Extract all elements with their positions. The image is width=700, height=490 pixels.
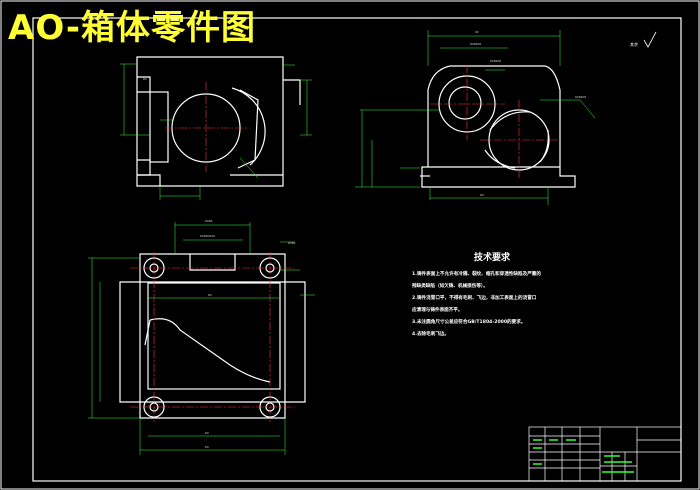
front-view-left-step xyxy=(137,76,151,93)
drawing-title: AO-箱体零件图 xyxy=(8,8,256,48)
roughness-label: 其余 xyxy=(630,41,638,47)
top-view-notch xyxy=(189,254,236,271)
tech-requirements: 技术要求 1.铸件表面上不允许有冷隔、裂纹、缩孔和穿透性缺陷及严重的 残缺类缺陷… xyxy=(412,250,602,341)
dim-label: ▭▭▭ xyxy=(470,41,482,46)
top-view-contour xyxy=(149,318,271,383)
roughness-check-icon xyxy=(643,31,657,48)
dimension-labels: ▭ ▭ ▭▭▭ ▭▭▭ ▭▭▭ ▭ ▭▭ ▭▭▭▭ ▭ ▭ ▭ ▭▭ xyxy=(143,29,587,449)
front-view-arc xyxy=(231,87,266,166)
title-block-text-marks xyxy=(533,439,634,473)
top-view xyxy=(119,253,306,419)
side-view xyxy=(420,65,576,188)
dim-label: ▭▭▭ xyxy=(490,58,502,63)
front-view-rib xyxy=(237,89,259,169)
side-view-web xyxy=(489,111,531,131)
side-view-centerlines xyxy=(430,65,560,180)
tech-requirement-line: 残缺类缺陷（如欠铸、机械损伤等）。 xyxy=(412,284,488,289)
front-view-centerlines xyxy=(165,82,250,172)
top-view-contour-left xyxy=(144,319,151,346)
dim-label: ▭ xyxy=(480,192,484,197)
top-view-cavity xyxy=(147,282,281,390)
front-view xyxy=(136,56,301,187)
dim-label: ▭ xyxy=(208,292,212,297)
front-view-left-step-lower xyxy=(137,159,151,176)
top-view-outline xyxy=(139,253,286,419)
roughness-symbol xyxy=(643,31,657,48)
dim-label: ▭▭▭ xyxy=(575,94,587,99)
frame-border xyxy=(32,17,682,482)
title-block-frame xyxy=(528,426,682,482)
side-view-bore-upper-inner xyxy=(448,86,482,120)
dim-label: ▭ xyxy=(143,76,147,81)
side-view-web-right xyxy=(539,129,549,163)
front-view-dimensions xyxy=(120,63,312,200)
top-view-centerlines xyxy=(130,252,295,422)
side-view-outline xyxy=(427,65,561,167)
side-view-web-lower xyxy=(484,149,516,169)
side-view-dimensions xyxy=(355,30,596,205)
dim-label: ▭▭ xyxy=(288,240,296,245)
tech-requirement-line: 4.去除毛刺飞边。 xyxy=(412,332,450,337)
front-view-flange xyxy=(283,79,301,105)
front-view-outline xyxy=(136,56,284,187)
dim-label: ▭▭ xyxy=(205,218,213,223)
tech-requirement-line: 1.铸件表面上不允许有冷隔、裂纹、缩孔和穿透性缺陷及严重的 xyxy=(412,272,541,277)
top-view-flange xyxy=(119,281,306,403)
tech-requirements-title: 技术要求 xyxy=(473,253,510,263)
dim-label: ▭ xyxy=(475,29,479,34)
front-view-base-left xyxy=(137,174,161,186)
dim-label: ▭ xyxy=(205,444,209,449)
dim-label: ▭▭▭▭ xyxy=(200,233,215,238)
tech-requirement-line: 3.未注圆角尺寸公差应符合GB/T1804-2000的要求。 xyxy=(412,320,526,325)
dim-label: ▭ xyxy=(205,430,209,435)
title-block xyxy=(528,426,682,482)
top-view-dimensions xyxy=(88,222,315,455)
front-view-boss xyxy=(149,91,169,163)
tech-requirement-line: 应清理与铸件表面齐平。 xyxy=(412,308,463,313)
side-view-base xyxy=(421,166,576,188)
tech-requirement-line: 2.铸件浇冒口平，不得有毛刺、飞边，非加工表面上的浇冒口 xyxy=(412,296,537,301)
